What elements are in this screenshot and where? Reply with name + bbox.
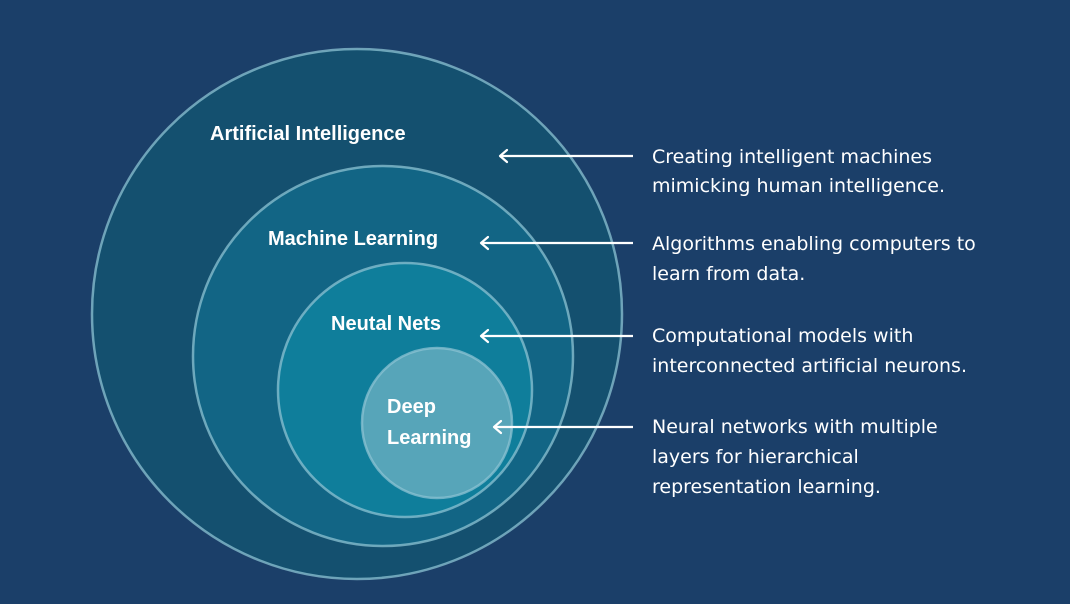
description-ai-line1: Creating intelligent machines [652,146,932,168]
label-machine-learning: Machine Learning [268,228,438,250]
arrow-deep-learning [492,419,633,435]
description-ai-line2: mimicking human intelligence. [652,175,945,197]
description-nn-line2: interconnected artificial neurons. [652,355,967,377]
circle-deep-learning [360,346,514,500]
label-neural-nets: Neutal Nets [331,313,441,335]
description-dl-line3: representation learning. [652,476,881,498]
label-artificial-intelligence: Artificial Intelligence [210,123,406,145]
description-nn-line1: Computational models with [652,325,913,347]
arrow-machine-learning [479,235,633,251]
arrow-neural-nets [479,328,633,344]
description-dl-line1: Neural networks with multiple [652,416,938,438]
arrow-artificial-intelligence [498,148,633,164]
description-ml-line1: Algorithms enabling computers to [652,233,976,255]
label-deep-learning-line1: Deep [387,396,436,418]
label-deep-learning-line2: Learning [387,427,471,449]
description-dl-line2: layers for hierarchical [652,446,859,468]
description-ml-line2: learn from data. [652,263,805,285]
